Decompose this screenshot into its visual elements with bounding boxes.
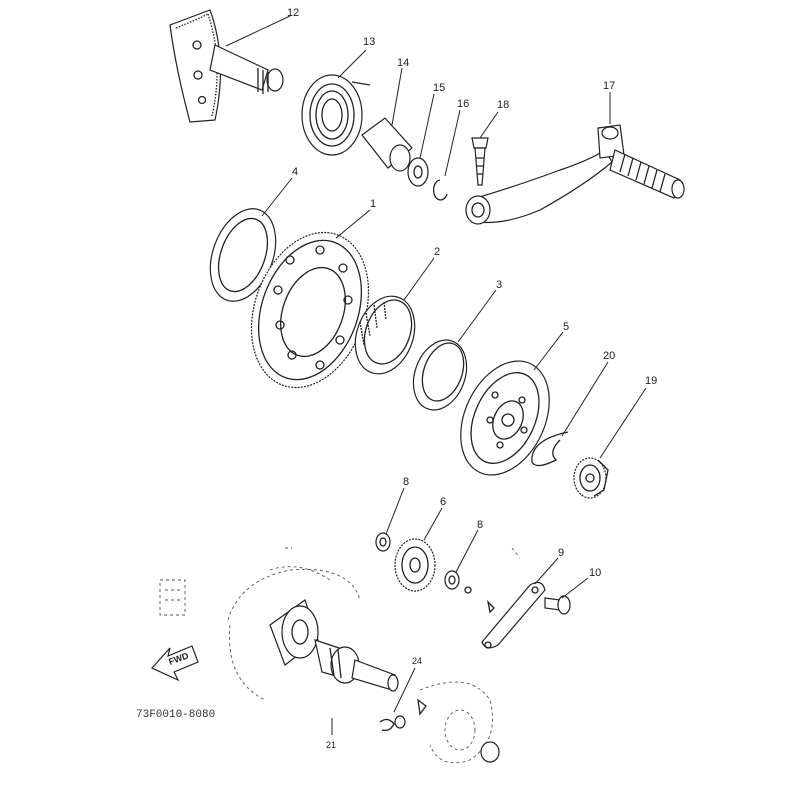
callout-10: 10: [589, 567, 601, 579]
callout-3: 3: [496, 279, 502, 291]
part-20-circlip: [531, 431, 569, 467]
fwd-arrow-icon: FWD: [151, 645, 199, 682]
part-16-circlip: [432, 179, 448, 201]
part-1-ring-gear: [250, 231, 370, 389]
callout-19: 19: [645, 375, 657, 387]
ghost-crankcase: [159, 547, 493, 764]
callout-15: 15: [433, 82, 445, 94]
part-6-idler-gear: [394, 538, 436, 592]
callout-2: 2: [434, 246, 440, 258]
drawing-code: 73F0010-8080: [136, 709, 215, 721]
callout-13: 13: [363, 36, 375, 48]
callout-16: 16: [457, 98, 469, 110]
part-15-washer: [407, 157, 429, 187]
callout-18: 18: [497, 99, 509, 111]
part-17-kick-crank: [465, 124, 685, 225]
callout-21: 21: [326, 740, 336, 750]
part-9-lever: [481, 581, 546, 649]
callout-24: 24: [412, 656, 422, 666]
callout-6: 6: [440, 496, 446, 508]
callout-9: 9: [558, 547, 564, 559]
part-19-gear: [573, 457, 609, 499]
small-pins: [464, 547, 521, 614]
callout-5: 5: [563, 321, 569, 333]
callout-14: 14: [397, 57, 409, 69]
part-8-washer-right: [444, 570, 460, 590]
callout-12: 12: [287, 7, 299, 19]
part-2-one-way-clutch: [354, 295, 416, 375]
callout-4: 4: [292, 166, 298, 178]
leader-lines: [225, 15, 647, 735]
part-12-kick-axle: [169, 9, 284, 123]
o-ring: [480, 741, 500, 763]
callout-17: 17: [603, 80, 615, 92]
part-13-spring: [301, 74, 371, 156]
shaft-assembly: [269, 599, 399, 692]
part-8-washer-left: [375, 532, 391, 552]
part-5-clutch-plate: [460, 360, 550, 476]
part-18-bolt: [471, 137, 489, 186]
part-4-washer: [209, 208, 277, 302]
part-24-clip: [379, 698, 427, 732]
part-3-ring: [412, 339, 468, 411]
callout-8-left: 8: [403, 476, 409, 488]
callout-1: 1: [370, 198, 376, 210]
part-14-collar: [361, 117, 413, 172]
part-10-bolt: [544, 595, 571, 615]
callout-20: 20: [603, 350, 615, 362]
callout-8-right: 8: [477, 519, 483, 531]
callout-labels: 12 13 14 15 16 18 17 4 1 2 3 5 20 19 8 6…: [287, 7, 657, 750]
